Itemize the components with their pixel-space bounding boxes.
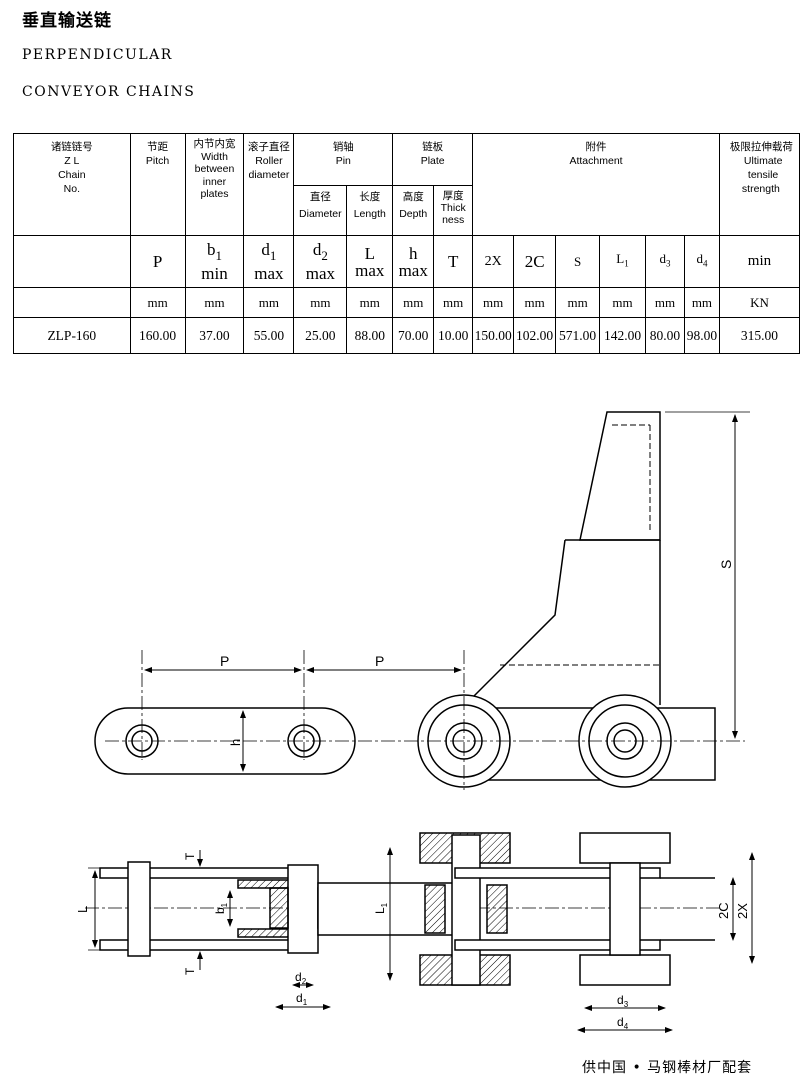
unit-cell: mm	[599, 287, 646, 318]
subtitle-line-2: CONVEYOR CHAINS	[22, 84, 196, 100]
unit-cell: mm	[392, 287, 435, 318]
label-l: L	[75, 906, 90, 913]
symbol-2c: 2C	[513, 235, 557, 288]
cell-d3: 80.00	[645, 317, 685, 354]
label-d2: d2	[295, 970, 307, 986]
cell-b1: 37.00	[184, 317, 245, 354]
header-uts: 极限拉伸载荷 Ultimate tensile strength	[718, 133, 800, 236]
unit-cell: mm	[184, 287, 245, 318]
label-s: S	[718, 560, 734, 569]
cell-d2: 25.00	[293, 317, 348, 354]
cell-chain-no: ZLP-160	[13, 317, 131, 354]
unit-cell: mm	[645, 287, 685, 318]
unit-cell: mm	[346, 287, 394, 318]
side-view	[94, 411, 750, 790]
cell-uts: 315.00	[718, 317, 800, 354]
cell-d1: 55.00	[243, 317, 295, 354]
label-d3: d3	[617, 993, 629, 1009]
label-p-1: P	[220, 653, 229, 669]
label-d1: d1	[296, 991, 308, 1007]
chain-drawing: P P h S L T T	[75, 411, 755, 1033]
cell-s: 571.00	[555, 317, 601, 354]
symbol-t: T	[433, 235, 474, 288]
symbol-empty	[13, 235, 131, 288]
label-l1: L1	[373, 902, 389, 914]
label-t-bottom: T	[183, 967, 197, 975]
label-h: h	[228, 739, 243, 746]
cell-t: 10.00	[433, 317, 474, 354]
cell-h: 70.00	[392, 317, 435, 354]
cell-l1: 142.00	[599, 317, 646, 354]
label-b1: b1	[213, 902, 229, 914]
label-p-2: P	[375, 653, 384, 669]
unit-cell: mm	[243, 287, 295, 318]
label-d4: d4	[617, 1015, 629, 1031]
unit-cell: mm	[555, 287, 601, 318]
cell-d4: 98.00	[683, 317, 720, 354]
cell-2c: 102.00	[513, 317, 557, 354]
cell-pitch: 160.00	[129, 317, 186, 354]
symbol-s: S	[555, 235, 601, 288]
symbol-d4: d4	[683, 235, 720, 288]
label-2x: 2X	[735, 903, 750, 919]
symbol-d3: d3	[645, 235, 685, 288]
cell-2x: 150.00	[472, 317, 515, 354]
subtitle-line-1: PERPENDICULAR	[22, 47, 173, 63]
symbol-l1: L1	[599, 235, 646, 288]
unit-cell: mm	[513, 287, 557, 318]
unit-cell: mm	[129, 287, 186, 318]
label-2c: 2C	[716, 902, 731, 919]
footer-note: 供中国 • 马钢棒材厂配套	[582, 1060, 753, 1076]
symbol-p: P	[129, 235, 186, 288]
label-t-top: T	[183, 852, 197, 860]
unit-empty	[13, 287, 131, 318]
top-view	[85, 832, 755, 1033]
cell-l: 88.00	[346, 317, 394, 354]
unit-cell: mm	[293, 287, 348, 318]
unit-cell: mm	[433, 287, 474, 318]
unit-cell: KN	[718, 287, 800, 318]
unit-cell: mm	[683, 287, 720, 318]
page-title: 垂直输送链	[22, 11, 112, 31]
symbol-min: min	[718, 235, 800, 288]
unit-cell: mm	[472, 287, 515, 318]
symbol-2x: 2X	[472, 235, 515, 288]
